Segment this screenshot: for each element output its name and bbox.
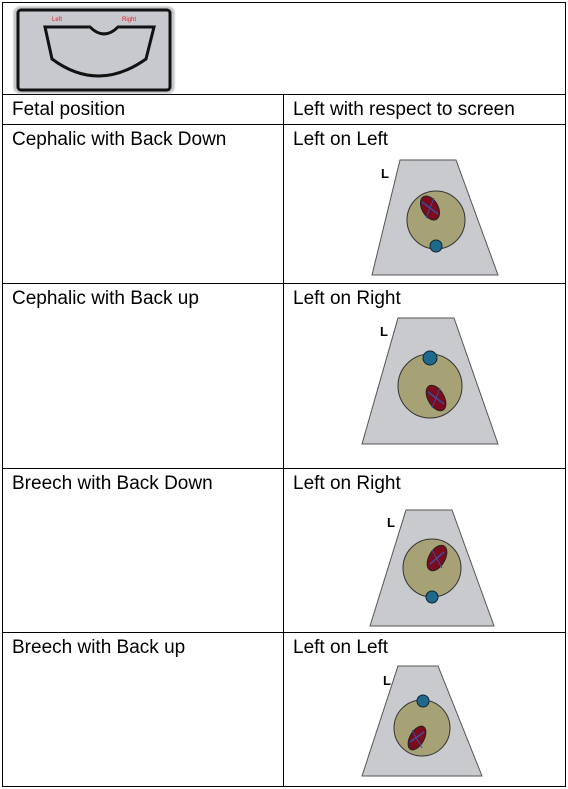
header-left-wrt-screen: Left with respect to screen [293, 99, 515, 120]
fetal-position-text: Cephalic with Back Down [12, 129, 227, 150]
right-label: Right [122, 17, 137, 23]
left-label: Left [52, 17, 63, 23]
table-border-right [565, 2, 566, 787]
left-marker: L [381, 166, 389, 181]
row-divider [2, 632, 566, 633]
row-divider [2, 94, 566, 95]
reference-fan-image: Left Right [14, 7, 174, 93]
spine-dot [416, 694, 430, 708]
spine-dot [425, 590, 439, 604]
left-marker: L [383, 673, 391, 688]
ultrasound-diagram [361, 665, 483, 777]
header-fetal-position: Fetal position [12, 99, 126, 120]
orientation-text: Left on Left [293, 129, 389, 150]
row-divider [2, 124, 566, 125]
fetal-position-text: Breech with Back up [12, 637, 186, 658]
ultrasound-diagram [369, 509, 495, 627]
left-marker: L [380, 324, 388, 339]
orientation-text: Left on Left [293, 637, 389, 658]
ultrasound-diagram [371, 159, 499, 276]
spine-dot [429, 239, 443, 253]
left-marker: L [387, 515, 395, 530]
table-border-bottom [2, 786, 566, 787]
spine-dot [422, 350, 438, 366]
orientation-text: Left on Right [293, 288, 401, 309]
orientation-text: Left on Right [293, 473, 401, 494]
table-border-left [2, 2, 3, 787]
fetal-position-text: Breech with Back Down [12, 473, 213, 494]
row-divider [2, 283, 566, 284]
column-divider [283, 94, 284, 787]
ultrasound-diagram [361, 317, 499, 445]
table-border-top [2, 2, 566, 3]
fetal-position-text: Cephalic with Back up [12, 288, 199, 309]
row-divider [2, 468, 566, 469]
